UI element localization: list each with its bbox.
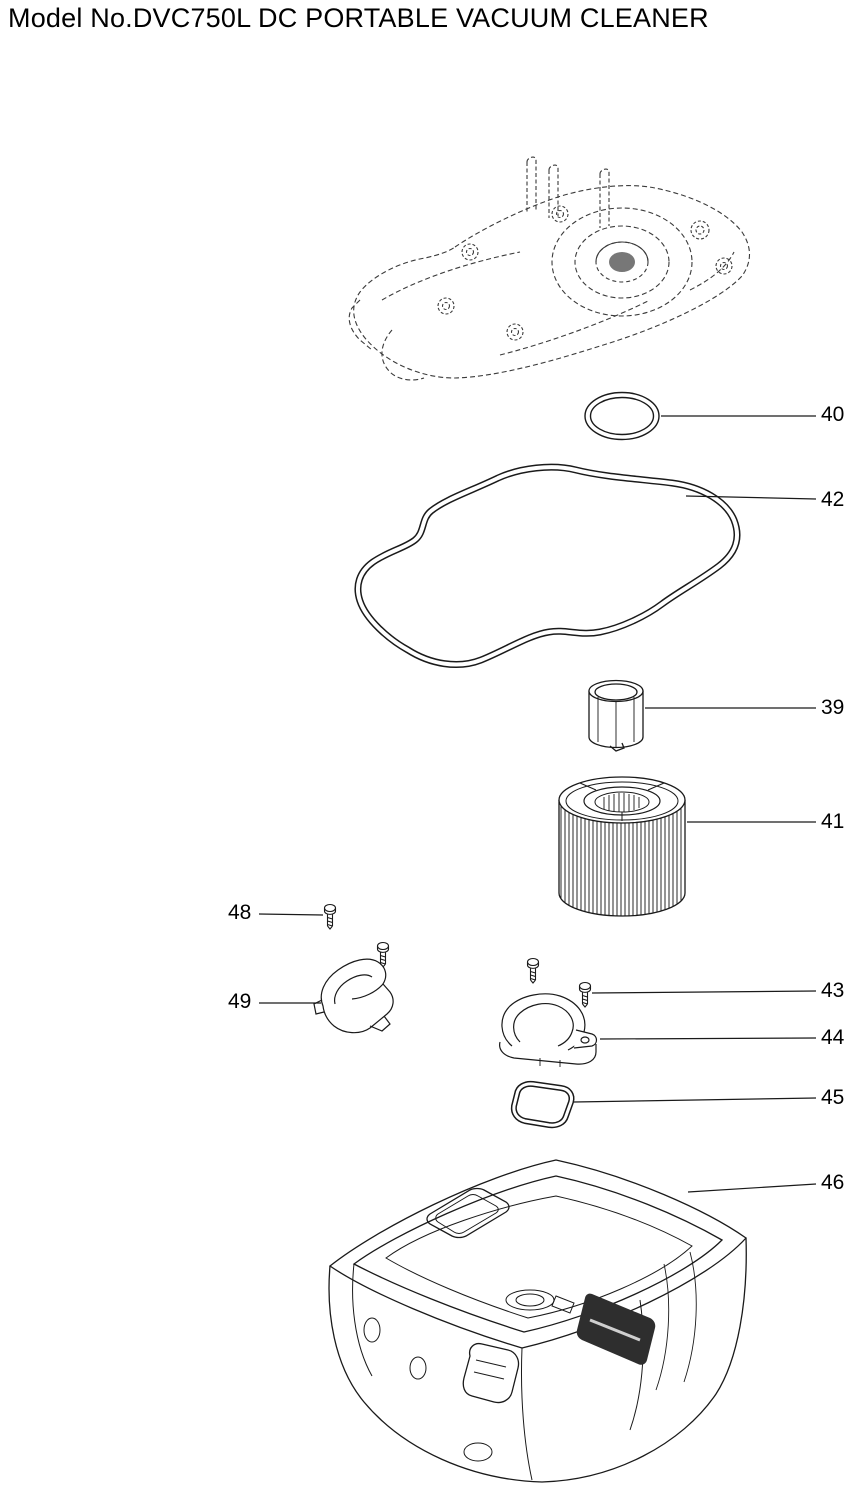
leader-48 [258, 913, 324, 916]
motor-housing-assembly-drawing [348, 156, 751, 381]
tank-gasket-42-drawing [354, 463, 741, 669]
leader-44 [599, 1037, 817, 1040]
leader-lines [258, 415, 817, 1193]
callout-42: 42 [821, 488, 845, 511]
callout-46: 46 [821, 1171, 845, 1194]
clamp-44-drawing [499, 993, 598, 1067]
leader-43 [591, 990, 817, 994]
screw-43b-drawing [578, 981, 592, 1008]
tank-46-drawing [328, 1159, 747, 1483]
callout-49: 49 [228, 990, 252, 1013]
o-ring-40-drawing [584, 391, 660, 441]
stud-pins-drawing [526, 156, 610, 228]
holder-49-drawing [313, 958, 394, 1034]
leader-46 [687, 1183, 817, 1193]
callout-43: 43 [821, 979, 845, 1002]
screw-48-drawing [323, 903, 337, 930]
page-title: Model No.DVC750L DC PORTABLE VACUUM CLEA… [8, 3, 709, 33]
leader-42 [685, 495, 817, 500]
callout-41: 41 [821, 810, 845, 833]
float-39-drawing [588, 679, 644, 752]
callout-40: 40 [821, 403, 845, 426]
callout-48: 48 [228, 901, 252, 924]
callout-45: 45 [821, 1086, 845, 1109]
callout-44: 44 [821, 1026, 845, 1049]
gasket-45-drawing [510, 1080, 575, 1129]
filter-41-drawing [558, 776, 686, 917]
leader-45 [573, 1097, 817, 1103]
screw-43a-drawing [526, 957, 540, 984]
callout-39: 39 [821, 696, 845, 719]
